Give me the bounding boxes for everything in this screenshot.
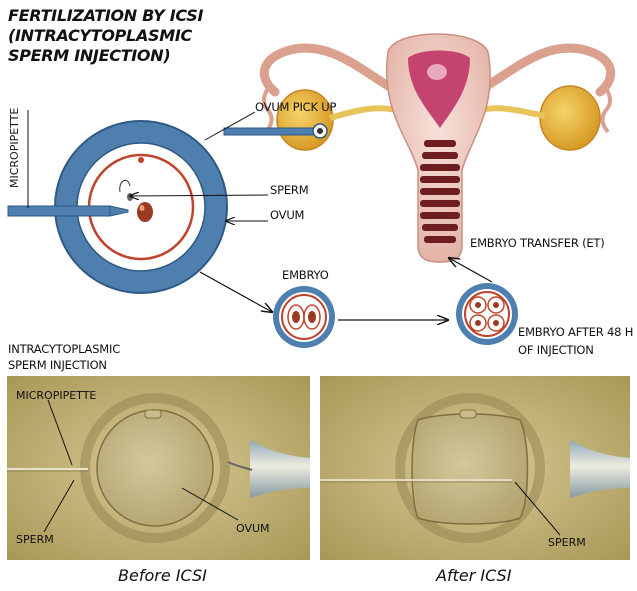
label-micropipette-vertical: MICROPIPETTE — [8, 108, 21, 188]
caption-before-icsi: Before ICSI — [118, 566, 207, 585]
label-ovum-pick-up: OVUM PICK UP — [255, 100, 336, 114]
label-sperm: SPERM — [270, 183, 308, 197]
label-embryo-transfer: EMBRYO TRANSFER (ET) — [470, 236, 605, 250]
label-icsi-1: INTRACYTOPLASMIC — [8, 342, 120, 356]
title-line-2: (INTRACYTOPLASMIC — [8, 26, 203, 46]
photo-before-micropipette-label: MICROPIPETTE — [16, 389, 96, 402]
uterus-illustration — [264, 34, 611, 262]
diagram-title: FERTILIZATION BY ICSI (INTRACYTOPLASMIC … — [8, 6, 203, 66]
photo-after-icsi — [320, 376, 630, 560]
title-line-3: SPERM INJECTION) — [8, 46, 203, 66]
photo-before-sperm-label: SPERM — [16, 533, 54, 546]
embryo-4cell — [456, 283, 518, 345]
caption-after-icsi: After ICSI — [436, 566, 511, 585]
label-embryo-after-2: OF INJECTION — [518, 343, 594, 357]
embryo-2cell — [273, 286, 335, 348]
label-ovum: OVUM — [270, 208, 304, 222]
photo-before-ovum-label: OVUM — [236, 522, 270, 535]
label-icsi-2: SPERM INJECTION — [8, 358, 107, 372]
label-embryo-after-1: EMBRYO AFTER 48 H — [518, 325, 633, 339]
photo-after-sperm-label: SPERM — [548, 536, 586, 549]
label-embryo: EMBRYO — [282, 268, 329, 282]
title-line-1: FERTILIZATION BY ICSI — [8, 6, 203, 26]
